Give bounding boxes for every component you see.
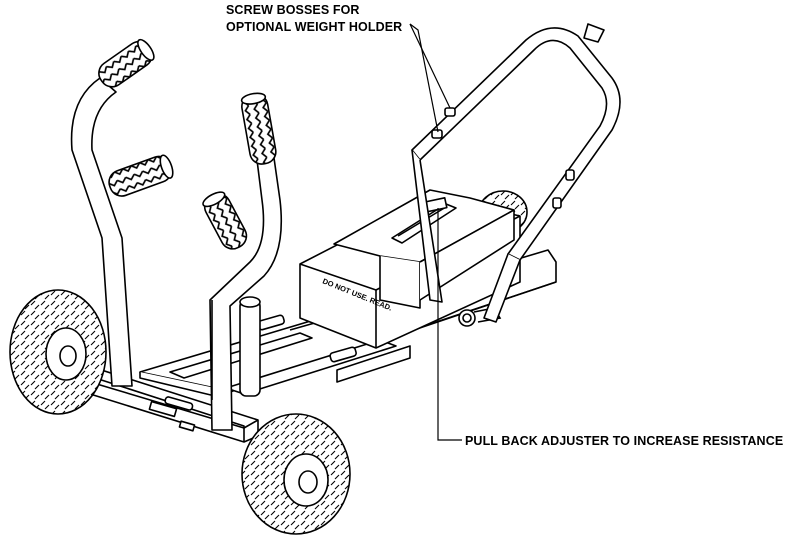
pull-back-adjuster-callout: PULL BACK ADJUSTER TO INCREASE RESISTANC…	[465, 434, 784, 448]
front-right-wheel	[242, 414, 350, 534]
grip-top-left	[94, 36, 157, 91]
front-left-wheel	[10, 290, 106, 414]
screw-bosses-line1: SCREW BOSSES FOR	[226, 3, 360, 17]
callout-leaders	[410, 24, 462, 440]
grip-middle-left	[106, 153, 176, 200]
long-push-handle	[412, 24, 620, 322]
leader-pull-back-adjuster	[438, 208, 462, 440]
grip-top-right	[240, 91, 278, 165]
screw-bosses-line2: OPTIONAL WEIGHT HOLDER	[226, 20, 403, 34]
grip-lower-right	[200, 189, 251, 253]
leader-screw-bosses	[410, 24, 450, 108]
resistance-box	[300, 190, 520, 348]
left-handle-frame	[72, 78, 282, 430]
screw-bosses-callout: SCREW BOSSES FOR OPTIONAL WEIGHT HOLDER	[226, 2, 402, 36]
leader-screw-bosses-2	[410, 24, 438, 132]
handle-grips	[94, 36, 278, 253]
